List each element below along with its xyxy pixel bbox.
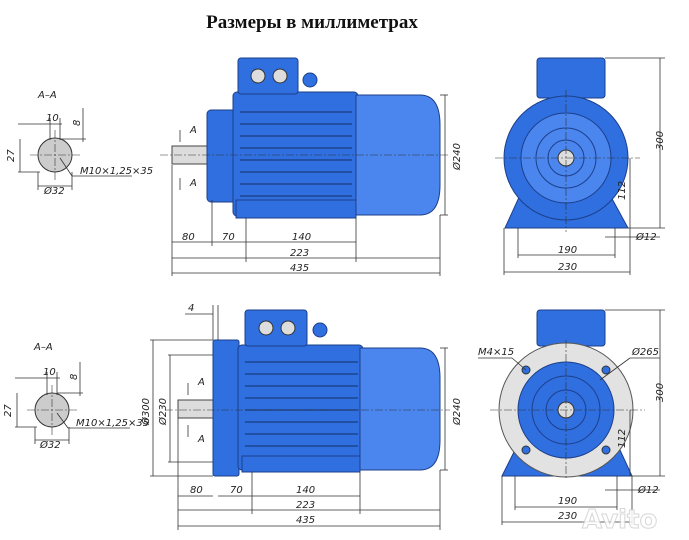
dim-300: 300 (655, 131, 666, 150)
terminal-box (536, 57, 606, 99)
avito-watermark: Avito (582, 505, 657, 535)
motor-body (237, 344, 364, 471)
bottom-front-view: M4×15 Ø265 300 112 190 230 Ø12 (478, 309, 666, 525)
dim-dia12: Ø12 (637, 484, 659, 496)
dim-80: 80 (190, 485, 203, 496)
dim-300: 300 (655, 383, 666, 402)
dim-190: 190 (558, 245, 577, 256)
terminal-box (244, 309, 308, 347)
dim-4: 4 (188, 303, 194, 314)
mounting-feet (235, 199, 357, 219)
lifting-eye (302, 72, 318, 88)
dim-10: 10 (46, 113, 59, 124)
page-title: Размеры в миллиметрах (206, 12, 418, 33)
dim-8: 8 (72, 120, 83, 126)
dim-230: 230 (558, 511, 577, 522)
top-front-view: 300 112 190 230 Ø12 (495, 57, 666, 275)
cable-gland (272, 68, 288, 84)
cable-gland (280, 320, 296, 336)
cable-gland (258, 320, 274, 336)
dim-dia240: Ø240 (451, 143, 463, 171)
mounting-flange (212, 339, 240, 477)
dim-230: 230 (558, 262, 577, 273)
bottom-side-view: 4 Ø300 Ø230 A A Ø240 80 70 140 223 435 (140, 303, 463, 530)
dim-10: 10 (43, 367, 56, 378)
cable-gland (250, 68, 266, 84)
section-mark-a: A (189, 125, 197, 136)
dim-dia300: Ø300 (140, 398, 152, 426)
dim-dia265: Ø265 (631, 346, 659, 358)
bottom-section-a-a: A–A 10 8 27 M10×1,25×35 Ø32 (3, 342, 149, 451)
holes-label: M4×15 (478, 347, 514, 358)
section-label: A–A (33, 342, 53, 353)
dim-70: 70 (230, 485, 243, 496)
dim-dia12: Ø12 (635, 231, 657, 243)
dim-dia32: Ø32 (43, 185, 65, 197)
terminal-box (536, 309, 606, 347)
cooling-fins (240, 111, 352, 197)
dim-223: 223 (296, 500, 315, 511)
section-label: A–A (37, 90, 57, 101)
dim-27: 27 (6, 149, 17, 162)
dim-27: 27 (3, 404, 14, 417)
top-side-view: A A Ø240 80 70 140 223 435 (160, 57, 463, 276)
dim-435: 435 (296, 515, 315, 526)
fan-cover (359, 347, 441, 471)
dim-435: 435 (290, 263, 309, 274)
dim-dia240: Ø240 (451, 398, 463, 426)
top-section-a-a: A–A 10 8 27 M10×1,25×35 Ø32 (6, 90, 153, 197)
flange-bolt-holes (521, 365, 611, 455)
dim-112: 112 (617, 429, 628, 448)
shaft (177, 399, 215, 419)
dim-223: 223 (290, 248, 309, 259)
dim-dia32: Ø32 (39, 439, 61, 451)
motor-body (232, 91, 359, 217)
dim-140: 140 (292, 232, 311, 243)
lifting-eye (312, 322, 328, 338)
section-mark-a: A (189, 178, 197, 189)
dim-dia230: Ø230 (157, 398, 169, 426)
dim-140: 140 (296, 485, 315, 496)
thread-label: M10×1,25×35 (80, 166, 153, 177)
dim-70: 70 (222, 232, 235, 243)
thread-label: M10×1,25×35 (76, 418, 149, 429)
dim-80: 80 (182, 232, 195, 243)
section-mark-a: A (197, 434, 205, 445)
mounting-feet (241, 455, 361, 473)
terminal-box (237, 57, 299, 95)
dim-112: 112 (617, 181, 628, 200)
dim-8: 8 (69, 374, 80, 380)
section-mark-a: A (197, 377, 205, 388)
dim-190: 190 (558, 496, 577, 507)
